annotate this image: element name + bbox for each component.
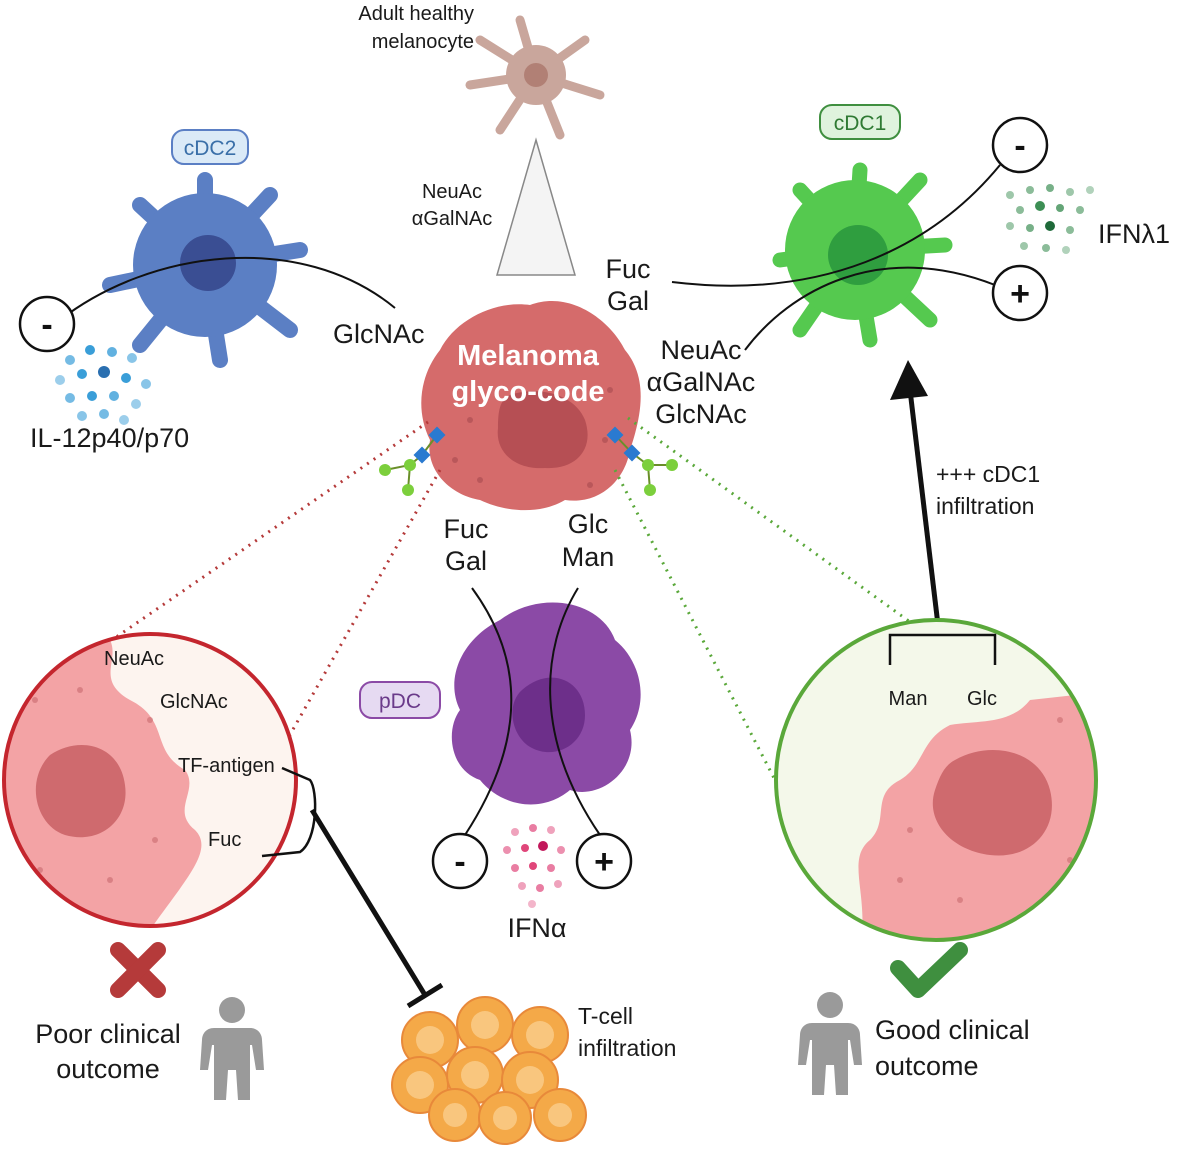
cdc1-plus-sign: +	[1010, 275, 1030, 313]
ifna-label: IFNα	[507, 913, 566, 943]
cdc1-pos-glycan-agalnac: αGalNAc	[647, 367, 756, 397]
person-icon	[798, 992, 862, 1095]
ifnl1-dots-icon	[1006, 184, 1094, 254]
poor-outcome-label-1: Poor clinical	[35, 1019, 181, 1049]
cdc1-infiltration-arrow	[907, 389, 941, 626]
cdc2-badge-label: cDC2	[184, 137, 237, 160]
pdc-pos-link	[549, 587, 601, 836]
pdc-pos-glycan-man: Man	[562, 542, 615, 572]
good-zoom-line-1	[627, 416, 936, 642]
pdc-minus-icon	[431, 832, 489, 890]
cross-icon	[110, 942, 166, 998]
cdc2-cell-icon	[102, 172, 308, 368]
pdc-minus-sign: -	[454, 843, 465, 881]
cdc2-glycan-label: GlcNAc	[333, 319, 425, 349]
ifnl1-label: IFNλ1	[1098, 219, 1170, 249]
gradient-triangle	[496, 137, 576, 276]
poor-zoom-line-1	[111, 420, 429, 642]
t-cell-cluster-icon	[391, 996, 587, 1145]
cdc1-neg-link	[671, 164, 1001, 287]
pdc-neg-link	[464, 587, 513, 836]
pdc-plus-sign: +	[594, 843, 614, 881]
cdc2-badge	[171, 129, 249, 165]
ifna-dots-icon	[503, 824, 565, 908]
pdc-neg-glycan-gal: Gal	[445, 546, 487, 576]
cdc1-minus-icon	[991, 116, 1049, 174]
il12-dots-icon	[55, 345, 151, 425]
cdc1-neg-glycan-fuc: Fuc	[605, 254, 650, 284]
il12-label: IL-12p40/p70	[30, 423, 189, 453]
poor-zoom-circle	[2, 632, 298, 928]
cdc2-minus-icon	[18, 295, 76, 353]
poor-glycan-fuc: Fuc	[208, 829, 241, 851]
cdc1-badge	[819, 104, 901, 140]
melanoma-cell-icon	[421, 301, 641, 511]
melanoma-title-1: Melanoma	[457, 340, 600, 372]
poor-glycan-tf-antigen: TF-antigen	[178, 755, 275, 777]
good-zoom-circle	[774, 618, 1098, 942]
activation-arrow-icon	[890, 360, 928, 400]
cdc1-pos-glycan-neuac: NeuAc	[660, 335, 741, 365]
pdc-plus-icon	[575, 832, 633, 890]
pdc-badge	[359, 681, 441, 719]
glycan-right-icon	[606, 426, 678, 496]
melanoma-title-2: glyco-code	[451, 376, 604, 408]
cdc1-neg-glycan-gal: Gal	[607, 286, 649, 316]
melanocyte-glycan-neuac: NeuAc	[422, 181, 482, 203]
melanocyte-icon	[465, 15, 605, 140]
cdc1-cell-icon	[772, 162, 953, 348]
good-glycan-glc: Glc	[967, 688, 997, 710]
melanocyte-label-1: Adult healthy	[358, 3, 474, 25]
cdc1-pos-link	[744, 266, 996, 351]
good-outcome-label-1: Good clinical	[875, 1015, 1030, 1045]
cdc1-infiltration-label-2: infiltration	[936, 493, 1034, 519]
poor-zoom-line-2	[268, 469, 442, 771]
glycan-left-icon	[379, 426, 446, 496]
cdc1-pos-glycan-glcnac: GlcNAc	[655, 399, 747, 429]
cdc1-badge-label: cDC1	[834, 112, 887, 135]
pdc-badge-label: pDC	[379, 690, 421, 713]
poor-outcome-label-2: outcome	[56, 1054, 160, 1084]
pdc-cell-icon	[451, 602, 641, 805]
cdc2-minus-sign: -	[41, 306, 52, 344]
poor-glycan-neuac: NeuAc	[104, 648, 164, 670]
good-outcome-label-2: outcome	[875, 1051, 979, 1081]
poor-glycan-glcnac: GlcNAc	[160, 691, 228, 713]
tcell-inhibition-line	[309, 808, 428, 997]
melanocyte-glycan-agalnac: αGalNAc	[412, 208, 492, 230]
inhibition-arrow-icon	[406, 982, 444, 1009]
checkmark-icon	[890, 942, 968, 998]
melanocyte-label-2: melanocyte	[372, 31, 474, 53]
pdc-pos-glycan-glc: Glc	[568, 509, 609, 539]
cdc1-plus-icon	[991, 264, 1049, 322]
pdc-neg-glycan-fuc: Fuc	[443, 514, 488, 544]
person-icon	[200, 997, 264, 1100]
good-bracket	[888, 633, 997, 665]
good-glycan-man: Man	[889, 688, 928, 710]
cdc1-infiltration-label-1: +++ cDC1	[936, 461, 1040, 487]
cdc1-minus-sign: -	[1014, 127, 1025, 165]
tcell-label-2: infiltration	[578, 1035, 676, 1061]
cdc2-glycan-link	[59, 256, 396, 321]
good-zoom-line-2	[613, 469, 777, 781]
tcell-label-1: T-cell	[578, 1003, 633, 1029]
